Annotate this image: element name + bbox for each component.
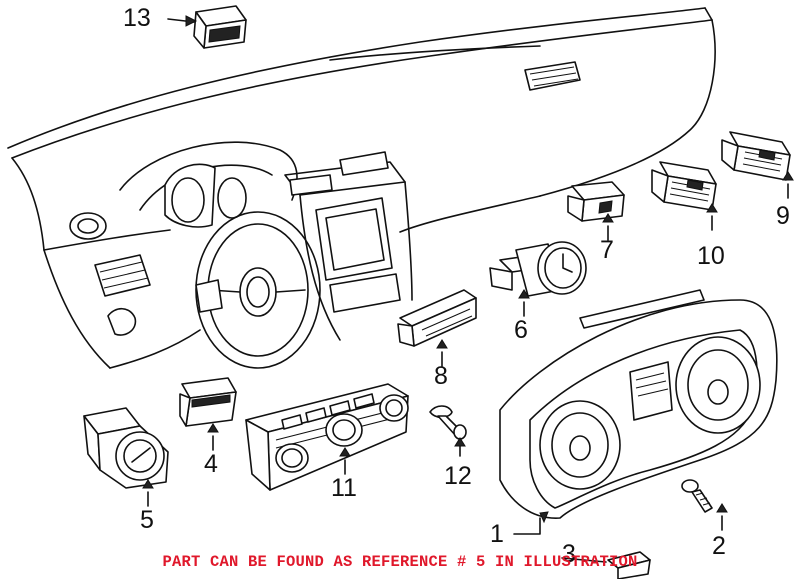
part-7: [567, 181, 625, 241]
part-13: [167, 5, 247, 49]
callout-8: 8: [434, 362, 448, 390]
part-6: [489, 241, 587, 317]
part-4: [179, 377, 237, 451]
part-3: [561, 551, 651, 579]
reference-note: PART CAN BE FOUND AS REFERENCE # 5 IN IL…: [162, 553, 638, 571]
callout-4: 4: [204, 450, 218, 478]
callout-7: 7: [600, 236, 614, 264]
callout-2: 2: [712, 532, 726, 560]
part-11: [245, 383, 409, 491]
callout-5: 5: [140, 506, 154, 534]
part-5: [83, 407, 169, 507]
part-8: [397, 289, 477, 367]
callout-12: 12: [444, 462, 472, 490]
callout-10: 10: [697, 242, 725, 270]
dashboard-drawing: [7, 7, 716, 369]
part-2: [681, 479, 728, 531]
callout-9: 9: [776, 202, 790, 230]
part-1: [499, 289, 778, 535]
callout-6: 6: [514, 316, 528, 344]
callout-11: 11: [331, 474, 357, 502]
callout-13: 13: [123, 4, 151, 32]
callout-3: 3: [562, 540, 576, 568]
part-10: [651, 161, 718, 231]
part-12: [429, 405, 467, 457]
callout-1: 1: [490, 520, 504, 548]
part-9: [721, 131, 794, 199]
